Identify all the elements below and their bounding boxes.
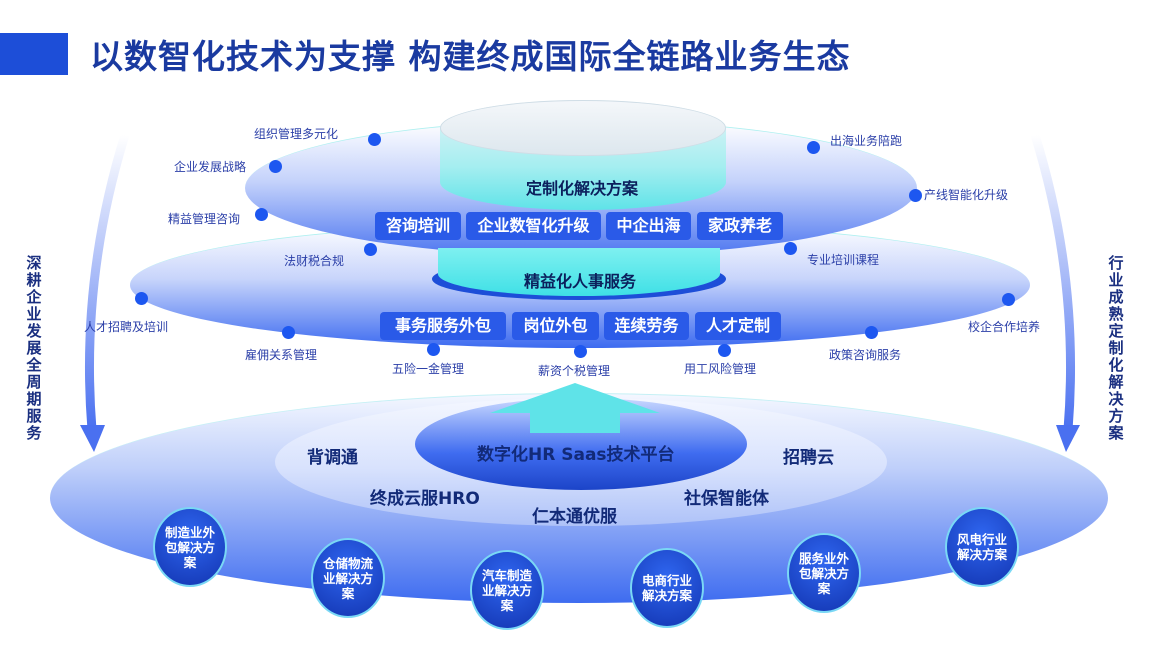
point-dot [427,343,440,356]
tag-digital-upgrade: 企业数智化升级 [466,212,601,240]
point-label: 精益管理咨询 [168,212,241,226]
industry-circle: 仓储物流业解决方案 [311,538,385,618]
product-zhaopinyun: 招聘云 [783,448,834,468]
point-label: 五险一金管理 [392,362,465,376]
product-shebao: 社保智能体 [684,489,769,509]
right-arrow-icon [1030,133,1080,452]
point-dot [718,344,731,357]
point-label: 组织管理多元化 [254,127,339,141]
point-label: 产线智能化升级 [924,188,1009,202]
point-label: 雇佣关系管理 [245,348,318,362]
point-dot [865,326,878,339]
tag-housekeeping: 家政养老 [697,212,783,240]
point-dot [135,292,148,305]
point-dot [269,160,282,173]
point-dot [1002,293,1015,306]
point-dot [574,345,587,358]
top-cylinder-lid [440,100,726,156]
point-label: 政策咨询服务 [829,348,902,362]
point-dot [784,242,797,255]
product-renbentong: 仁本通优服 [532,507,617,527]
point-label: 人才招聘及培训 [84,320,169,334]
point-dot [282,326,295,339]
left-arrow-icon [80,133,130,452]
tag-labor: 连续劳务 [604,312,689,340]
point-dot [364,243,377,256]
up-arrow-icon [490,383,660,433]
industry-circle: 服务业外包解决方案 [787,533,861,613]
point-label: 企业发展战略 [174,160,247,174]
left-side-caption: 深耕企业发展全周期服务 [26,254,42,442]
industry-circle: 汽车制造业解决方案 [470,550,544,630]
product-beidiaotong: 背调通 [307,448,358,468]
point-label: 法财税合规 [284,254,345,268]
tag-talent: 人才定制 [695,312,781,340]
top-layer-title: 定制化解决方案 [525,179,639,198]
industry-circle: 制造业外包解决方案 [153,507,227,587]
point-label: 校企合作培养 [968,320,1041,334]
platform-core-label: 数字化HR Saas技术平台 [477,445,675,465]
point-label: 出海业务陪跑 [830,134,903,148]
page-title: 以数智化技术为支撑 构建终成国际全链路业务生态 [90,37,851,76]
point-label: 薪资个税管理 [538,364,611,378]
tag-post-outsourcing: 岗位外包 [512,312,599,340]
product-hro: 终成云服HRO [370,489,480,509]
mid-cylinder [438,248,720,296]
tag-affairs-outsourcing: 事务服务外包 [380,312,506,340]
point-dot [368,133,381,146]
industry-circle: 电商行业解决方案 [630,548,704,628]
industry-circle: 风电行业解决方案 [945,507,1019,587]
right-side-caption: 行业成熟定制化解决方案 [1108,254,1124,442]
point-dot [807,141,820,154]
mid-layer-title: 精益化人事服务 [523,272,637,291]
tag-overseas: 中企出海 [606,212,691,240]
title-accent-bar [0,33,68,75]
point-dot [255,208,268,221]
point-dot [909,189,922,202]
point-label: 用工风险管理 [684,362,757,376]
point-label: 专业培训课程 [807,253,880,267]
tag-consulting: 咨询培训 [375,212,461,240]
